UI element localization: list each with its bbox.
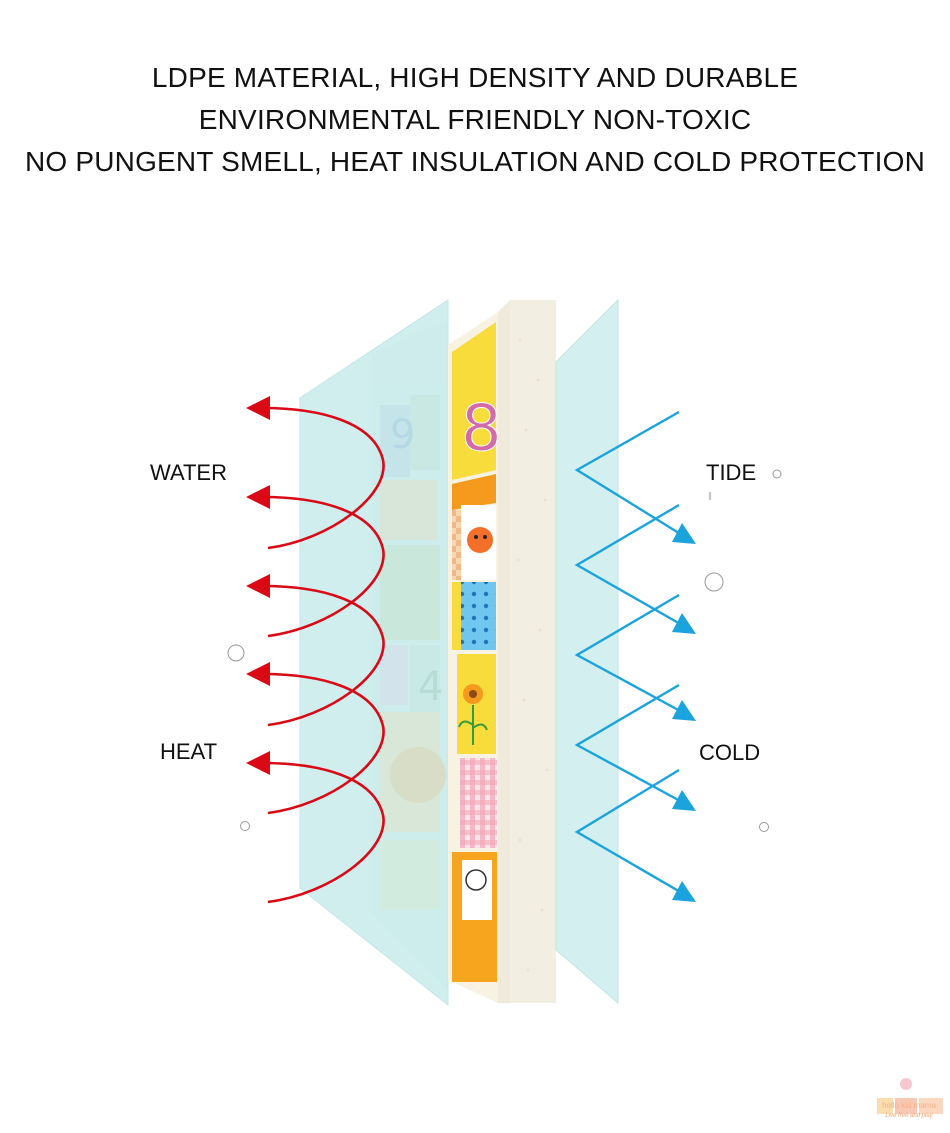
brand-logo-mark bbox=[877, 1078, 943, 1114]
heat-arrow-4 bbox=[261, 672, 385, 815]
cold-arrow-5 bbox=[574, 768, 683, 895]
heat-arrow-2 bbox=[261, 495, 385, 638]
front-film-layer bbox=[555, 298, 619, 1005]
brand-tagline: Live free and play bbox=[885, 1113, 933, 1119]
cold-arrowheads bbox=[672, 523, 696, 902]
back-numeral-top: 9 bbox=[390, 412, 415, 458]
cold-arrow-1 bbox=[574, 410, 683, 537]
cold-label: COLD bbox=[699, 740, 761, 765]
front-numeral-8: 8 bbox=[461, 392, 502, 466]
cold-arrow-2 bbox=[574, 503, 683, 627]
heat-arrow-1 bbox=[261, 406, 385, 550]
heat-arrow-3 bbox=[261, 584, 385, 727]
front-print-layer bbox=[448, 312, 498, 1003]
headline-line-3: NO PUNGENT SMELL, HEAT INSULATION AND CO… bbox=[24, 146, 925, 177]
cold-arrows bbox=[574, 410, 683, 895]
back-numeral-middle: 4 bbox=[418, 664, 443, 710]
cold-arrow-4 bbox=[574, 683, 683, 804]
headline-line-2: ENVIRONMENTAL FRIENDLY NON-TOXIC bbox=[198, 104, 752, 135]
heat-arrows bbox=[261, 406, 385, 904]
heat-arrowheads bbox=[246, 396, 270, 775]
tide-label: TIDE bbox=[706, 460, 757, 485]
brand-wordmark: hello kid mama bbox=[882, 1101, 936, 1110]
brand-logo: hello kid mama Live free and play bbox=[874, 1083, 944, 1123]
back-print-layer bbox=[372, 320, 448, 990]
cold-arrow-3 bbox=[574, 593, 683, 714]
headline-line-1: LDPE MATERIAL, HIGH DENSITY AND DURABLE bbox=[151, 62, 799, 93]
water-label: WATER bbox=[150, 460, 227, 485]
heat-label: HEAT bbox=[160, 739, 218, 764]
heat-arrow-5 bbox=[261, 761, 385, 904]
decorative-bubbles bbox=[227, 469, 782, 832]
